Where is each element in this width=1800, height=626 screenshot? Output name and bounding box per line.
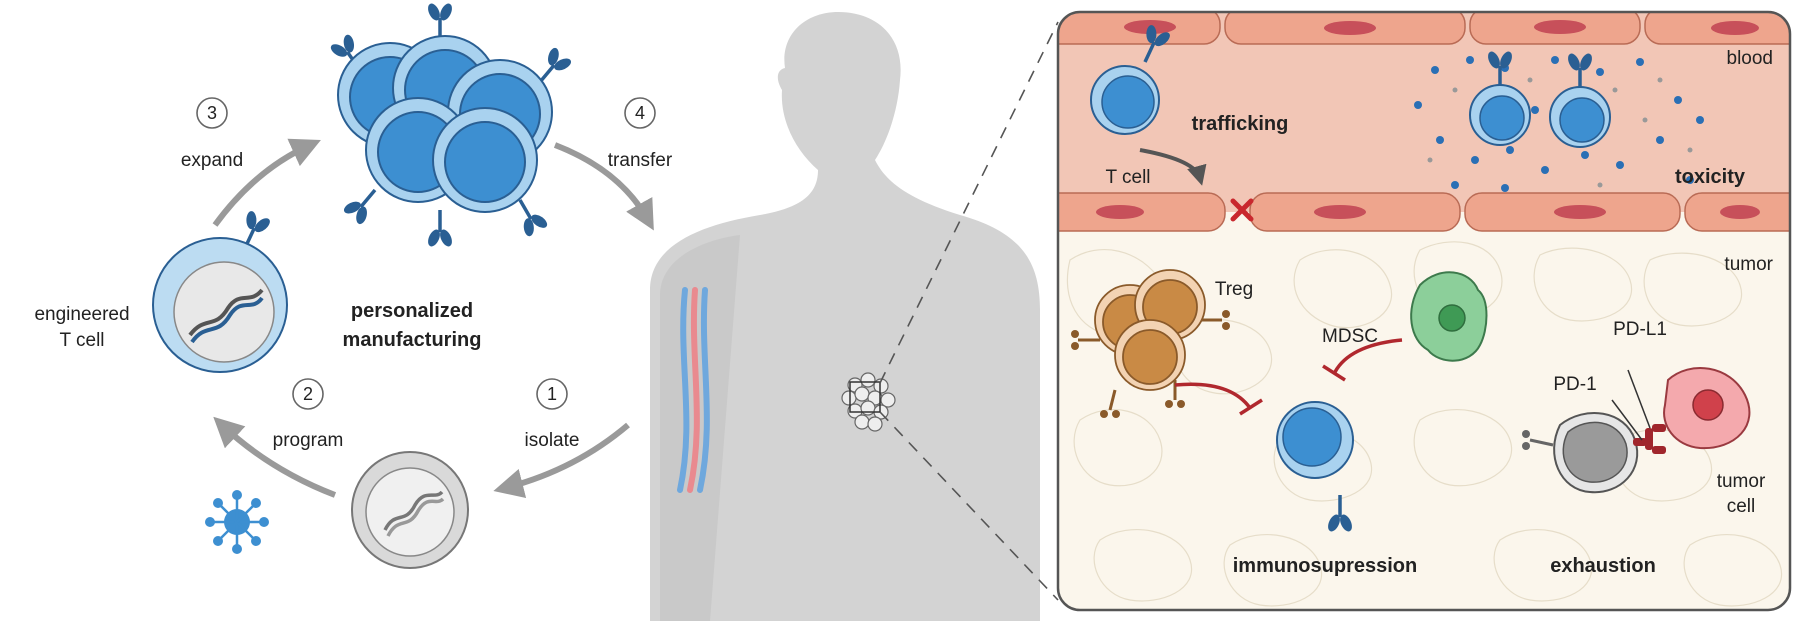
cytokines (1414, 56, 1704, 192)
svg-text:2: 2 (303, 384, 313, 404)
arrow-isolate (493, 422, 630, 499)
engineered-label-line1: engineered (34, 304, 129, 325)
svg-text:3: 3 (207, 103, 217, 123)
step-2-label: program (273, 430, 344, 451)
treg-cluster-icon (1071, 269, 1230, 418)
t-cell-label: T cell (1105, 167, 1150, 188)
arrow-program (213, 416, 337, 498)
inhibition-lines (1174, 338, 1403, 416)
immunosupression-label: immunosupression (1233, 555, 1417, 577)
trafficking-arrow (1139, 148, 1207, 186)
manufacturing-cycle: 3 expand 4 transfer 2 program 1 isolate … (34, 0, 673, 569)
exhausted-t-cell-icon (1522, 412, 1639, 494)
step-3: 3 expand (181, 97, 243, 171)
treg-label: Treg (1215, 279, 1253, 300)
pd-1-label: PD-1 (1553, 374, 1596, 395)
mdsc-label: MDSC (1322, 326, 1378, 347)
pd-1-pointer (1611, 399, 1643, 441)
svg-text:4: 4 (635, 103, 645, 123)
arrow-transfer (553, 142, 654, 231)
zoom-line-bottom (879, 411, 1059, 601)
patient-body (650, 12, 1059, 621)
viral-vector-icon (205, 490, 269, 554)
zoom-line-top (879, 21, 1059, 384)
engineered-label-line2: T cell (59, 330, 104, 351)
mdsc-icon (1410, 271, 1488, 362)
step-2: 2 program (273, 378, 344, 451)
toxicity-label: toxicity (1675, 166, 1746, 188)
body-silhouette (650, 12, 1040, 621)
trafficking-label: trafficking (1192, 113, 1289, 135)
arm-blood-vessels (677, 287, 710, 493)
pd-l1-pointer (1627, 369, 1651, 429)
step-1-label: isolate (525, 430, 580, 451)
expanded-t-cell-cluster-icon (324, 0, 578, 251)
pd-l1-label: PD-L1 (1613, 319, 1667, 340)
tumor-microenvironment-panel: blood tumor T cell trafficking toxicity … (1056, 10, 1792, 612)
tumor-cell-label-line2: cell (1727, 496, 1756, 517)
step-1: 1 isolate (525, 378, 580, 451)
tumor-label: tumor (1724, 254, 1773, 275)
suppressed-t-cell-icon (1276, 401, 1357, 536)
toxic-t-cell-2-icon (1549, 49, 1611, 148)
step-3-label: expand (181, 150, 243, 171)
tumor-icon (841, 372, 896, 432)
blocked-icon (1230, 198, 1254, 222)
cycle-title-line1: personalized (351, 300, 473, 322)
isolated-t-cell-icon (351, 451, 469, 569)
arrow-expand (212, 138, 321, 227)
blood-label: blood (1727, 48, 1774, 69)
cycle-title-line2: manufacturing (343, 329, 482, 351)
blood-t-cell-icon (1090, 19, 1176, 135)
svg-text:1: 1 (547, 384, 557, 404)
tumor-cell-icon (1663, 367, 1751, 450)
step-4-label: transfer (608, 150, 673, 171)
exhaustion-label: exhaustion (1550, 555, 1656, 577)
engineered-t-cell-icon (152, 205, 288, 373)
tumor-cell-label-line1: tumor (1717, 471, 1766, 492)
pd1-pdl1-interaction-icon (1633, 424, 1666, 454)
toxic-t-cell-1-icon (1469, 47, 1531, 146)
step-4: 4 transfer (608, 97, 673, 171)
